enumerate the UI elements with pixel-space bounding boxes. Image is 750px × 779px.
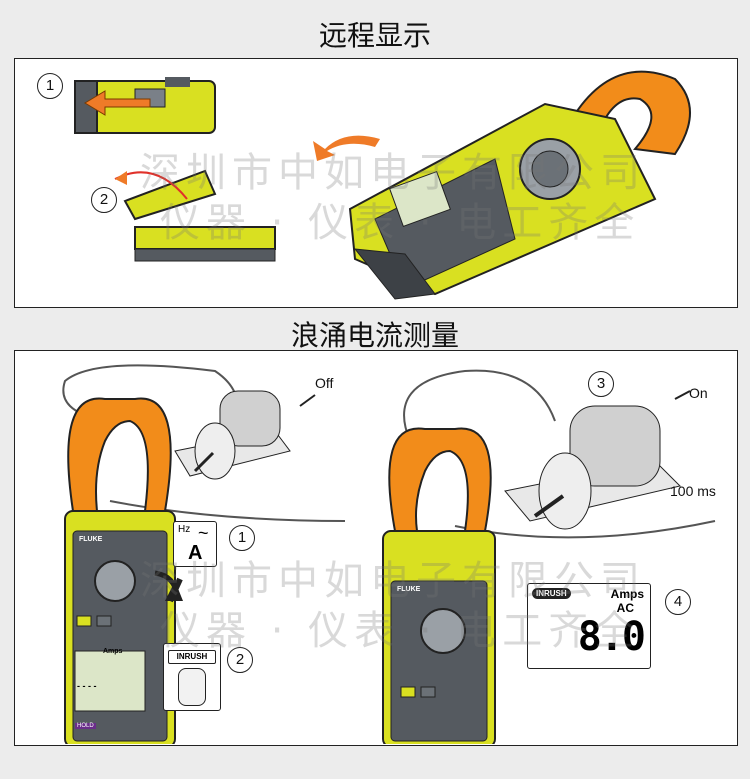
hz-label: Hz [178, 524, 191, 535]
amp-symbol: A [188, 542, 203, 564]
watermark-line-1: 深圳市中如电子有限公司 [140, 150, 646, 196]
display-module-tilt [114, 169, 276, 262]
watermark-line-1-lower: 深圳市中如电子有限公司 [140, 558, 646, 604]
inrush-illustration [62, 364, 716, 748]
motor-off-label: Off [315, 375, 334, 391]
lcd-mode: AC [616, 601, 634, 615]
lcd-value: 8.0 [577, 614, 646, 660]
finger-press-icon [178, 668, 206, 706]
left-brand: FLUKE [79, 536, 103, 543]
inrush-step-4-badge: 4 [665, 589, 691, 615]
motor-on [504, 405, 681, 530]
remote-step-1-badge: 1 [37, 73, 63, 99]
clamp-meter-right [382, 427, 496, 748]
motor-on-label: On [689, 385, 708, 401]
clamp-meter-remote [348, 70, 691, 300]
watermark-line-2-lower: 仪器 · 仪表 · 电工齐全 [160, 608, 641, 654]
display-module-slide [74, 77, 216, 134]
remote-display-illustration [74, 70, 691, 300]
watermark-line-2: 仪器 · 仪表 · 电工齐全 [160, 200, 641, 246]
inrush-key-callout: INRUSH [163, 643, 221, 711]
remote-step-2-badge: 2 [91, 187, 117, 213]
left-display-unit: Amps [103, 648, 123, 655]
inrush-key-label: INRUSH [168, 650, 216, 664]
inrush-time-label: 100 ms [670, 483, 716, 499]
clamp-meter-left [64, 397, 183, 748]
right-brand: FLUKE [397, 586, 421, 593]
lcd-inrush-badge: INRUSH [532, 588, 571, 599]
inrush-step-2-badge: 2 [227, 647, 253, 673]
inrush-step-3-badge: 3 [588, 371, 614, 397]
hold-key: HOLD [75, 723, 96, 729]
lcd-unit: Amps [610, 587, 644, 601]
lcd-readout: INRUSH Amps AC 8.0 [527, 583, 651, 669]
section-title-inrush: 浪涌电流测量 [290, 319, 459, 352]
inrush-step-1-badge: 1 [229, 525, 255, 551]
section-title-remote-display: 远程显示 [318, 19, 431, 52]
motor-off [174, 390, 291, 480]
inrush-panel: 1 2 3 4 Off On 100 ms Hz ~ A INRUSH - - … [14, 350, 738, 748]
left-display-dashes: - - - - [77, 681, 97, 691]
function-selector-callout: Hz ~ A [173, 521, 217, 567]
ac-tilde-symbol: ~ [198, 523, 209, 543]
remote-display-panel: 1 2 [14, 58, 738, 308]
mount-direction-arrow [313, 135, 380, 161]
